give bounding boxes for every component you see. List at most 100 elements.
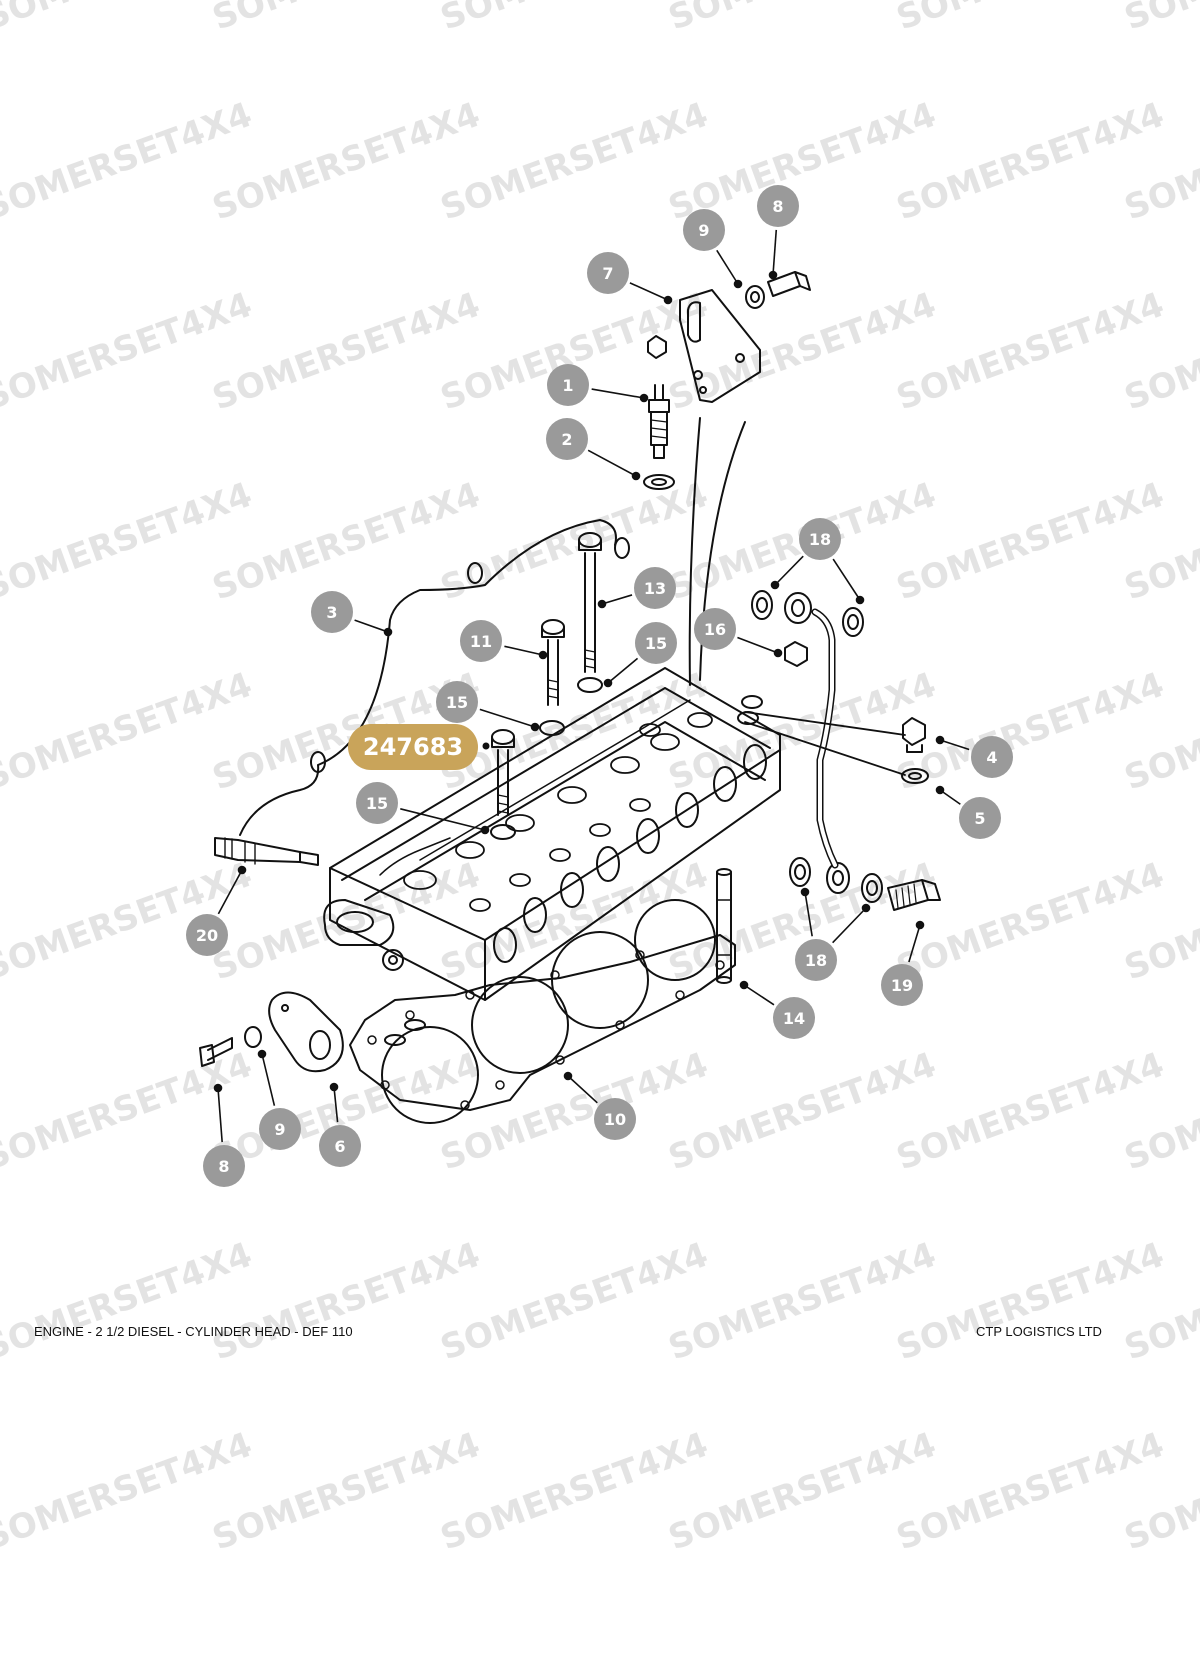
leader-dot bbox=[770, 580, 780, 590]
leader-line bbox=[939, 739, 970, 751]
callout-15[interactable]: 15 bbox=[635, 622, 677, 664]
leader-line bbox=[354, 619, 389, 633]
callout-5[interactable]: 5 bbox=[959, 797, 1001, 839]
glow-plug-20 bbox=[214, 837, 319, 866]
leader-dot bbox=[768, 270, 778, 280]
plug-4 bbox=[902, 717, 926, 753]
footer-diagram-title: ENGINE - 2 1/2 DIESEL - CYLINDER HEAD - … bbox=[34, 1324, 353, 1339]
callout-2[interactable]: 2 bbox=[546, 418, 588, 460]
leader-line bbox=[601, 594, 633, 605]
callout-8[interactable]: 8 bbox=[203, 1145, 245, 1187]
callout-number: 16 bbox=[704, 620, 726, 639]
leader-line bbox=[629, 282, 669, 301]
leader-line bbox=[567, 1075, 598, 1104]
callout-20[interactable]: 20 bbox=[186, 914, 228, 956]
callout-9[interactable]: 9 bbox=[259, 1108, 301, 1150]
leader-dot bbox=[935, 735, 945, 745]
callout-badge bbox=[356, 782, 398, 824]
bolt-11 bbox=[541, 619, 565, 706]
callout-number: 6 bbox=[334, 1137, 345, 1156]
callout-13[interactable]: 13 bbox=[634, 567, 676, 609]
part-number-highlight[interactable]: 247683 bbox=[348, 724, 490, 770]
callout-badge bbox=[186, 914, 228, 956]
callout-number: 13 bbox=[644, 579, 666, 598]
callout-10[interactable]: 10 bbox=[594, 1098, 636, 1140]
cylinder-head-top-edge bbox=[341, 687, 771, 881]
callout-16[interactable]: 16 bbox=[694, 608, 736, 650]
stud-14 bbox=[716, 868, 732, 984]
washer-15-b bbox=[539, 720, 565, 736]
callout-badge bbox=[694, 608, 736, 650]
leader-line bbox=[743, 984, 775, 1006]
callout-number: 9 bbox=[698, 221, 709, 240]
callout-18[interactable]: 18 bbox=[799, 518, 841, 560]
leader-line bbox=[217, 1087, 223, 1143]
callout-number: 20 bbox=[196, 926, 218, 945]
callout-badge bbox=[547, 364, 589, 406]
leader-line bbox=[772, 229, 778, 276]
callout-14[interactable]: 14 bbox=[773, 997, 815, 1039]
callout-number: 9 bbox=[274, 1120, 285, 1139]
callout-badge bbox=[587, 252, 629, 294]
callout-badge bbox=[683, 209, 725, 251]
callout-badge bbox=[460, 620, 502, 662]
bolt-15-center bbox=[491, 729, 515, 816]
callout-number: 18 bbox=[809, 530, 831, 549]
leader-line bbox=[261, 1053, 276, 1106]
leader-dot bbox=[383, 627, 393, 637]
leader-dot bbox=[935, 785, 945, 795]
callout-number: 5 bbox=[974, 809, 985, 828]
callout-number: 18 bbox=[805, 951, 827, 970]
callout-15[interactable]: 15 bbox=[436, 681, 478, 723]
gasket-plate-6 bbox=[268, 991, 344, 1073]
callout-3[interactable]: 3 bbox=[311, 591, 353, 633]
leader-dot bbox=[855, 595, 865, 605]
leader-line bbox=[587, 449, 637, 477]
bolt-8-top bbox=[767, 271, 811, 297]
callout-badge bbox=[319, 1125, 361, 1167]
callout-number: 3 bbox=[326, 603, 337, 622]
callout-badge bbox=[959, 797, 1001, 839]
callout-badge bbox=[635, 622, 677, 664]
washer-9-top bbox=[745, 285, 765, 309]
callout-badge bbox=[546, 418, 588, 460]
callout-9[interactable]: 9 bbox=[683, 209, 725, 251]
side-face-ports bbox=[493, 744, 767, 963]
callout-badge bbox=[634, 567, 676, 609]
callout-number: 11 bbox=[470, 632, 492, 651]
callout-18[interactable]: 18 bbox=[795, 939, 837, 981]
callout-1[interactable]: 1 bbox=[547, 364, 589, 406]
callout-badge bbox=[436, 681, 478, 723]
watermark-text: SOMERSET4X4 bbox=[1119, 0, 1200, 38]
leader-line bbox=[400, 808, 486, 831]
leader-dot bbox=[663, 295, 673, 305]
callout-4[interactable]: 4 bbox=[971, 736, 1013, 778]
leader-dot bbox=[733, 279, 743, 289]
cylinder-head-drawing bbox=[199, 271, 941, 1124]
callout-badge bbox=[795, 939, 837, 981]
callout-11[interactable]: 11 bbox=[460, 620, 502, 662]
bolt-19 bbox=[887, 879, 941, 911]
callout-8[interactable]: 8 bbox=[757, 185, 799, 227]
wiring-harness bbox=[239, 519, 617, 836]
callout-badge bbox=[203, 1145, 245, 1187]
callout-number: 14 bbox=[783, 1009, 805, 1028]
washer-5 bbox=[901, 768, 929, 784]
leader-line bbox=[716, 249, 739, 285]
callout-15[interactable]: 15 bbox=[356, 782, 398, 824]
leader-line bbox=[504, 645, 544, 656]
callout-19[interactable]: 19 bbox=[881, 964, 923, 1006]
leader-dot bbox=[639, 393, 649, 403]
leader-dot bbox=[631, 471, 641, 481]
leader-line bbox=[908, 924, 921, 963]
callout-badge bbox=[311, 591, 353, 633]
leader-dot bbox=[597, 599, 607, 609]
callout-6[interactable]: 6 bbox=[319, 1125, 361, 1167]
banjo-lower bbox=[826, 862, 850, 894]
leader-dot bbox=[237, 865, 247, 875]
callout-7[interactable]: 7 bbox=[587, 252, 629, 294]
callout-number: 10 bbox=[604, 1110, 626, 1129]
washer-15-c bbox=[490, 824, 516, 840]
callout-badge bbox=[773, 997, 815, 1039]
